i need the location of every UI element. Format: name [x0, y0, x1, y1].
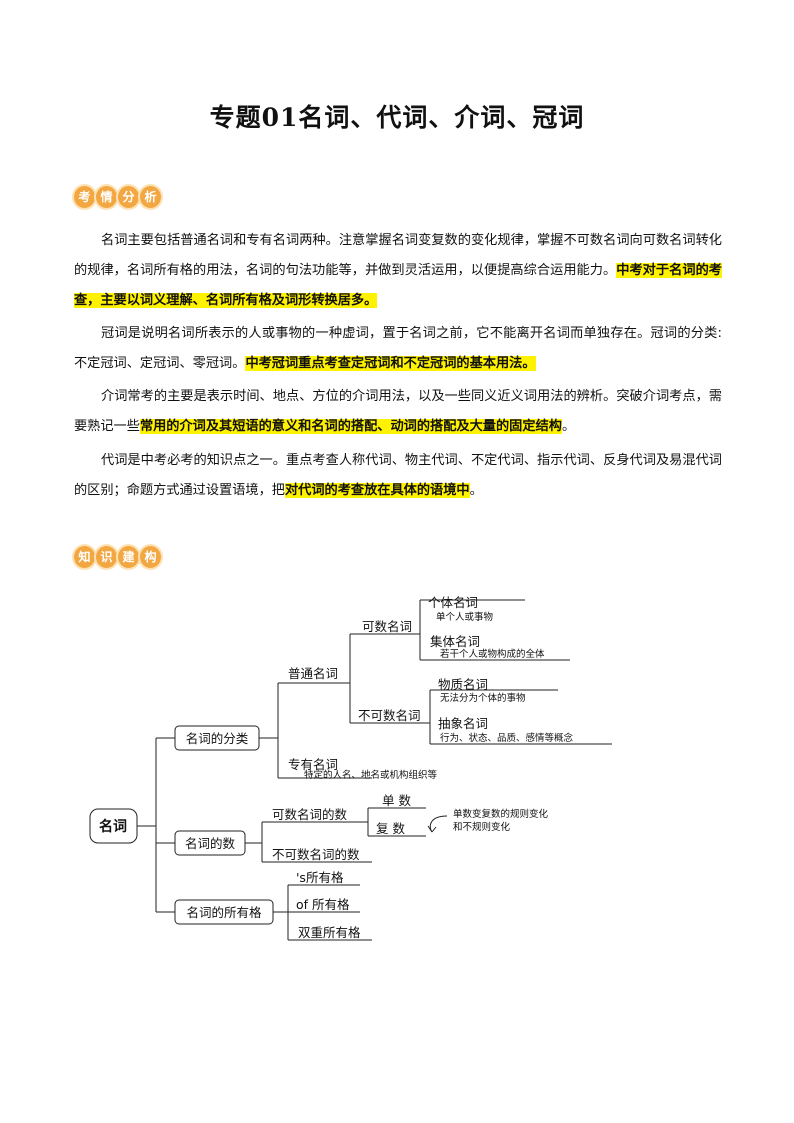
countable-label: 可数名词 [362, 619, 412, 634]
analysis-section-badge: 考 情 分 析 [74, 186, 161, 212]
singular-label: 单 数 [382, 793, 411, 808]
highlight-text: 中考冠词重点考查定冠词和不定冠词的基本用法。 [245, 356, 536, 371]
badge-char: 识 [96, 546, 117, 568]
structure-section-badge: 知 识 建 构 [74, 546, 161, 572]
badge-char: 考 [74, 186, 95, 208]
paragraph-nouns: 名词主要包括普通名词和专有名词两种。注意掌握名词变复数的变化规律，掌握不可数名词… [74, 226, 722, 316]
common-noun-label: 普通名词 [288, 666, 338, 681]
highlight-text: 对代词的考查放在具体的语境中 [285, 483, 470, 498]
badge-char: 情 [96, 186, 117, 208]
badge-char: 建 [118, 546, 139, 568]
paragraph-prepositions: 介词常考的主要是表示时间、地点、方位的介词用法，以及一些同义近义词用法的辨析。突… [74, 382, 722, 442]
paragraph-end: 。 [561, 419, 576, 434]
individual-desc: 单个人或事物 [436, 611, 494, 623]
badge-char: 知 [74, 546, 95, 568]
proper-noun-label: 专有名词 [288, 757, 338, 772]
countable-number-label: 可数名词的数 [272, 807, 348, 822]
plural-label: 复 数 [376, 821, 405, 836]
badge-char: 构 [140, 546, 161, 568]
rule-note-line2: 和不规则变化 [453, 821, 511, 833]
poss-of-label: of 所有格 [296, 897, 350, 912]
highlight-text: 常用的介词及其短语的意义和名词的搭配、动词的搭配及大量的固定结构 [139, 419, 562, 434]
paragraph-text: 冠词是说明名词所表示的人或事物的一种虚词，置于名词之前，它不能离开名词而单独存在… [74, 326, 722, 371]
classification-label: 名词的分类 [186, 731, 249, 746]
material-label: 物质名词 [438, 677, 488, 692]
badge-char: 分 [118, 186, 139, 208]
paragraph-text: 名词主要包括普通名词和专有名词两种。注意掌握名词变复数的变化规律，掌握不可数名词… [74, 233, 722, 278]
root-label: 名词 [99, 818, 127, 835]
poss-s-label: 's所有格 [296, 870, 344, 885]
collective-desc: 若干个人或物构成的全体 [440, 648, 545, 660]
material-desc: 无法分为个体的事物 [440, 692, 526, 704]
proper-noun-desc: 特定的人名、地名或机构组织等 [304, 769, 438, 781]
number-label: 名词的数 [185, 836, 236, 851]
collective-label: 集体名词 [430, 634, 480, 649]
paragraph-text: 代词是中考必考的知识点之一。重点考查人称代词、物主代词、不定代词、指示代词、反身… [74, 453, 722, 498]
paragraph-text: 介词常考的主要是表示时间、地点、方位的介词用法，以及一些同义近义词用法的辨析。突… [74, 389, 722, 434]
uncountable-label: 不可数名词 [358, 708, 421, 723]
page-title: 专题01名词、代词、介词、冠词 [209, 103, 585, 132]
paragraph-articles: 冠词是说明名词所表示的人或事物的一种虚词，置于名词之前，它不能离开名词而单独存在… [74, 319, 722, 379]
paragraph-end: 。 [469, 483, 483, 498]
poss-double-label: 双重所有格 [298, 925, 361, 940]
badge-char: 析 [140, 186, 161, 208]
abstract-label: 抽象名词 [438, 716, 488, 731]
rule-note-line1: 单数变复数的规则变化 [453, 808, 549, 820]
paragraph-pronouns: 代词是中考必考的知识点之一。重点考查人称代词、物主代词、不定代词、指示代词、反身… [74, 446, 722, 506]
uncountable-number-label: 不可数名词的数 [272, 847, 360, 862]
possessive-label: 名词的所有格 [186, 905, 262, 920]
abstract-desc: 行为、状态、品质、感情等概念 [440, 732, 574, 744]
individual-label: 个体名词 [428, 595, 478, 610]
